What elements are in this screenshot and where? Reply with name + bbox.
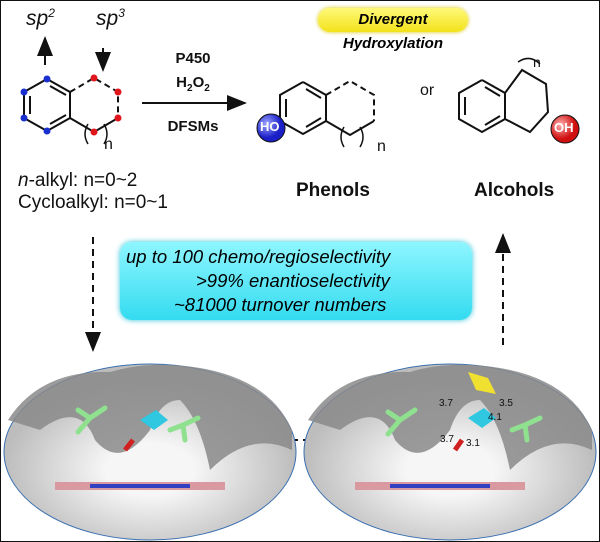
substrate-structure [23, 36, 119, 145]
alcohols-label: Alcohols [474, 180, 555, 201]
scope-cycloalkyl: Cycloalkyl: n=0~1 [18, 192, 168, 213]
additive-label: DFSMs [167, 118, 219, 135]
alcohol-hydroxyl-group: OH [554, 120, 574, 135]
sp2-atoms [20, 75, 51, 135]
highlights-box: up to 100 chemo/regioselectivity >99% en… [120, 242, 472, 320]
highlight-turnover: ~81000 turnover numbers [174, 294, 387, 315]
sp3-atoms [90, 74, 122, 136]
oxidant-label: H2O2 [176, 74, 210, 94]
distance-label: 3.7 [440, 434, 454, 445]
title-badge: Divergent Hydroxylation [318, 8, 468, 52]
hydroxyl-blue-sphere [256, 113, 286, 143]
sp3-label: sp3 [96, 6, 125, 30]
distance-label: 4.1 [488, 412, 502, 423]
hydroxyl-red-sphere [550, 114, 580, 144]
phenol-structure [279, 79, 375, 148]
or-connector: or [420, 82, 435, 99]
ring-index: n [104, 136, 113, 153]
distance-label: 3.7 [439, 398, 453, 409]
alcohol-structure [458, 57, 550, 134]
distance-label: 3.5 [499, 398, 513, 409]
catalyst-label: P450 [175, 50, 211, 67]
phenol-ring-index: n [377, 138, 386, 155]
enzyme-pocket-left [3, 363, 297, 541]
distance-label: 3.1 [466, 438, 480, 449]
highlight-enantioselectivity: >99% enantioselectivity [196, 270, 390, 291]
sp2-label: sp2 [26, 6, 55, 30]
scope-alkyl: n-alkyl: n=0~2 [18, 170, 138, 191]
phenols-label: Phenols [296, 180, 370, 201]
highlight-selectivity: up to 100 chemo/regioselectivity [126, 246, 391, 267]
phenol-hydroxyl-group: HO [260, 119, 280, 134]
enzyme-pocket-right [303, 363, 597, 541]
alcohol-ring-index: n [533, 54, 541, 70]
